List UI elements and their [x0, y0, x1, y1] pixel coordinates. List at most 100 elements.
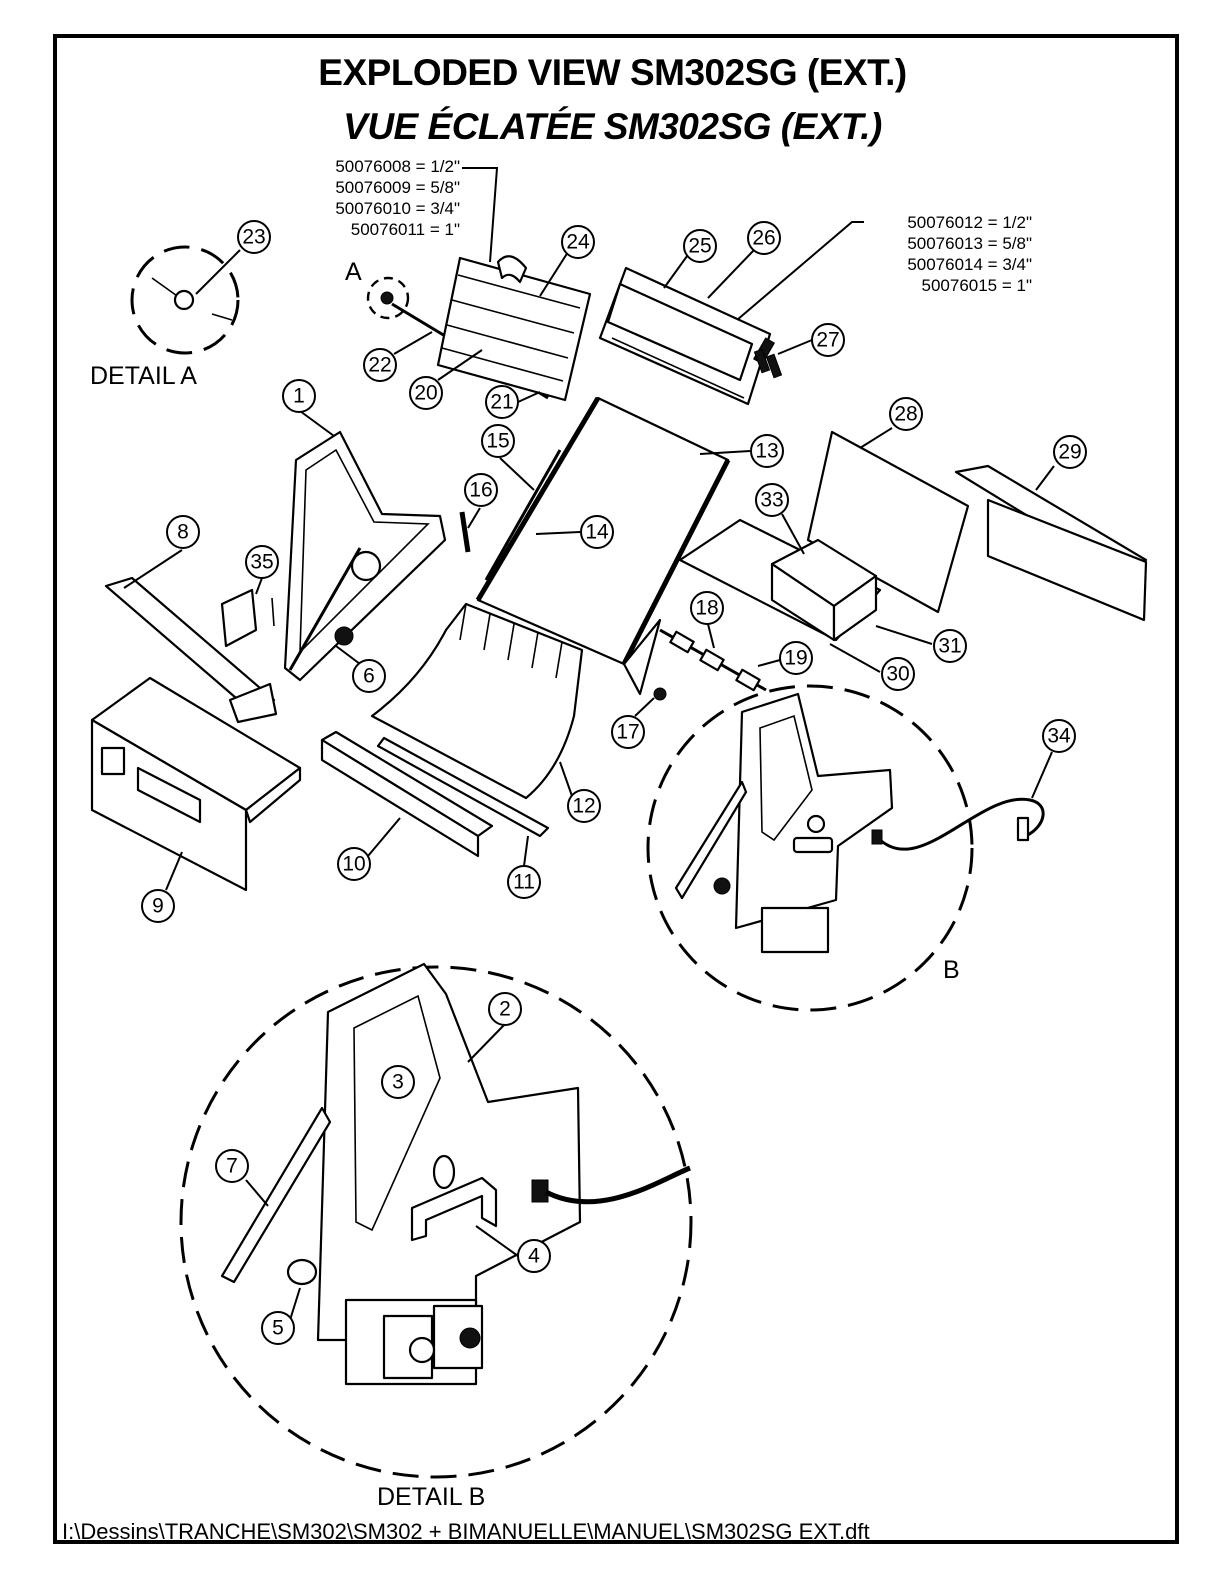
callout-14: 14: [580, 515, 614, 549]
pin-16: [459, 511, 471, 553]
detail-b-handle-4: [410, 1176, 498, 1242]
note-line: 50076009 = 5/8": [335, 178, 460, 197]
svg-text:15: 15: [486, 430, 509, 453]
svg-text:25: 25: [688, 235, 711, 258]
detail-a-reference-screw: [380, 291, 394, 305]
blade-part-numbers-note-right: 50076012 = 1/2" 50076013 = 5/8" 50076014…: [862, 212, 1032, 296]
svg-text:22: 22: [368, 354, 391, 377]
page-subtitle-french: VUE ÉCLATÉE SM302SG (EXT.): [343, 106, 882, 147]
carriage-rail-15: [475, 396, 601, 602]
callout-21: 21: [485, 385, 519, 419]
bracket-35: [220, 588, 275, 648]
carriage-rail-right: [621, 458, 731, 666]
svg-text:4: 4: [528, 1245, 540, 1268]
callout-23: 23: [237, 220, 271, 254]
page-title: EXPLODED VIEW SM302SG (EXT.): [318, 52, 907, 93]
svg-text:11: 11: [513, 871, 535, 894]
svg-text:17: 17: [616, 721, 639, 744]
detail-b-small-view: [646, 684, 1045, 1012]
svg-text:35: 35: [250, 551, 273, 574]
svg-text:9: 9: [152, 895, 164, 918]
svg-text:3: 3: [392, 1071, 404, 1094]
note-line: 50076012 = 1/2": [907, 213, 1032, 232]
blade-block-window: [606, 282, 754, 382]
detail-b-cord: [544, 1165, 691, 1205]
detail-b-label: DETAIL B: [377, 1483, 486, 1511]
detail-a-mark: A: [345, 258, 362, 286]
detail-b-small-window: [759, 714, 813, 842]
callout-33: 33: [755, 483, 789, 517]
detail-b-knob-5: [286, 1258, 318, 1286]
svg-text:33: 33: [760, 489, 783, 512]
callout-9: 9: [141, 889, 175, 923]
detail-a-rod: [211, 313, 233, 321]
svg-text:16: 16: [469, 479, 492, 502]
svg-text:30: 30: [886, 663, 909, 686]
electrical-box-33: [678, 518, 882, 642]
blade-guard-24: [436, 255, 592, 402]
svg-text:21: 21: [490, 391, 513, 414]
control-cover-lip: [244, 766, 302, 824]
detail-b-button-left: [408, 1336, 436, 1364]
svg-text:24: 24: [566, 231, 590, 254]
callout-3: 3: [381, 1065, 415, 1099]
svg-text:14: 14: [585, 521, 609, 544]
callout-12: 12: [567, 789, 601, 823]
blade-block-26: [598, 266, 776, 406]
svg-text:31: 31: [938, 635, 961, 658]
blade-guard-body: [436, 256, 592, 402]
detail-b-button-right: [459, 1327, 481, 1349]
callout-17: 17: [611, 715, 645, 749]
product-chute-12: [370, 602, 584, 800]
back-panel-28: [806, 430, 970, 614]
note-right-leader: [736, 221, 864, 321]
carriage-rod-14: [484, 449, 562, 581]
svg-text:6: 6: [363, 665, 375, 688]
svg-text:26: 26: [752, 227, 775, 250]
side-frame-inner: [299, 448, 430, 654]
callout-1: 1: [282, 379, 316, 413]
detail-b-hole: [432, 1154, 456, 1190]
callout-2: 2: [488, 992, 522, 1026]
detail-b-small-knob: [713, 877, 731, 895]
svg-text:12: 12: [572, 795, 595, 818]
detail-a-circle: [130, 245, 240, 355]
detail-b-small-hole: [806, 814, 826, 834]
detail-b-frame: [316, 962, 582, 1342]
callout-5: 5: [261, 1311, 295, 1345]
chute-body: [370, 602, 584, 800]
svg-text:7: 7: [226, 1155, 238, 1178]
callout-leaders: [123, 249, 1055, 1321]
rail-10-side: [320, 738, 480, 858]
detail-a-screw: [173, 289, 195, 311]
callout-24: 24: [561, 225, 595, 259]
note-line: 50076014 = 3/4": [907, 255, 1032, 274]
blade-guard-slots: [441, 274, 581, 382]
svg-text:1: 1: [293, 385, 305, 408]
rail-11: [376, 736, 550, 838]
blade-part-numbers-note-left: 50076008 = 1/2" 50076009 = 5/8" 50076010…: [290, 156, 460, 240]
rear-cover-side: [986, 498, 1148, 622]
svg-text:28: 28: [894, 403, 917, 426]
detail-b-brace-7: [220, 1106, 332, 1284]
svg-text:13: 13: [755, 440, 778, 463]
side-frame-1: [283, 430, 447, 682]
rail-11-body: [376, 736, 550, 838]
callout-27: 27: [811, 323, 845, 357]
note-line: 50076011 = 1": [350, 220, 460, 239]
product-tray-8: [104, 576, 278, 724]
side-frame-knob: [334, 626, 354, 646]
callout-29: 29: [1053, 435, 1087, 469]
callout-13: 13: [750, 434, 784, 468]
callout-19: 19: [779, 641, 813, 675]
detail-a-reference-circle: [366, 276, 410, 320]
power-cord-34: [876, 797, 1045, 851]
detail-a-view: [130, 245, 240, 355]
control-panel: [136, 766, 202, 824]
svg-text:2: 2: [499, 998, 511, 1021]
product-tray-foot: [228, 682, 278, 724]
screws-27: [753, 348, 783, 379]
svg-text:29: 29: [1058, 441, 1081, 464]
detail-a-label: DETAIL A: [90, 362, 197, 390]
